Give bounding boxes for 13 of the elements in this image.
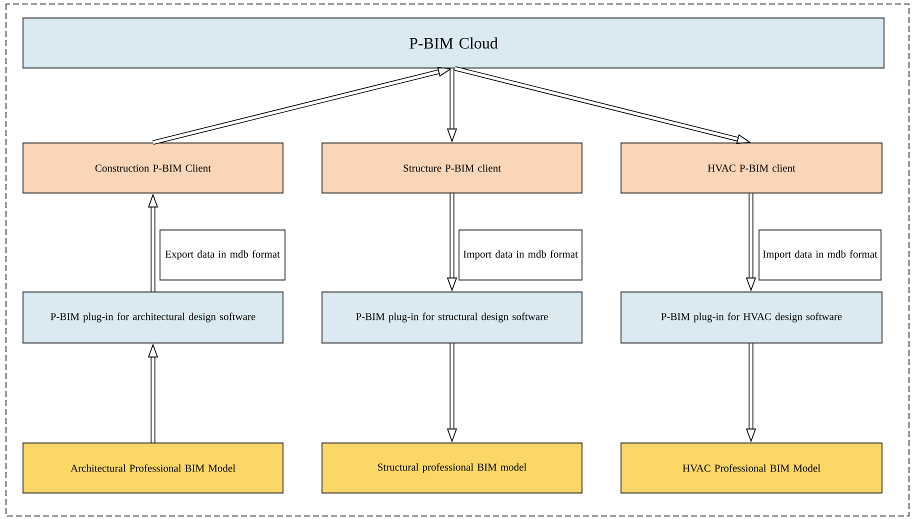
plugin-box: P-BIM plug-in for HVAC design software xyxy=(620,292,882,344)
cloud-box: P-BIM Cloud xyxy=(22,18,884,68)
client-box: HVAC P-BIM client xyxy=(620,142,882,194)
note-box: Export data in mdb format xyxy=(160,230,286,280)
client-box: Construction P-BIM Client xyxy=(22,142,284,194)
client-box: Structure P-BIM client xyxy=(322,142,582,194)
plugin-box: P-BIM plug-in for structural design software xyxy=(322,292,582,344)
model-box: Architectural Professional BIM Model xyxy=(22,442,284,494)
model-box: HVAC Professional BIM Model xyxy=(620,442,882,494)
note-box: Import data in mdb format xyxy=(758,230,882,280)
note-box: Import data in mdb format xyxy=(458,230,582,280)
model-box: Structural professional BIM model xyxy=(322,442,582,494)
plugin-box: P-BIM plug-in for architectural design software xyxy=(22,292,284,344)
